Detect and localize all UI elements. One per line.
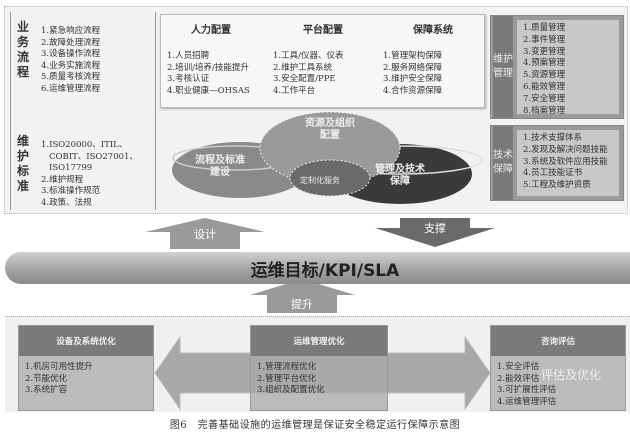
list-item: 3.变更管理 (523, 46, 566, 57)
ops-optimization-list: 1.管理流程优化 2.管理平台优化 3.组织及配置优化 (257, 362, 381, 397)
improve-label: 提升 (291, 298, 313, 311)
list-item: 2.发现及解决问题技能 (523, 144, 608, 155)
ops-optimization-box: 运维管理优化 1.管理流程优化 2.管理平台优化 3.组织及配置优化 (250, 325, 388, 411)
list-item: 5.资源管理 (523, 70, 566, 81)
list-item: 1.管理流程优化 (257, 362, 317, 372)
maintenance-standard-label: 维护标准 (17, 134, 30, 193)
figure-caption: 图6 完善基础设施的运维管理是保证安全稳定运行保障示意图 (169, 420, 461, 431)
list-item: 4.政策、法规 (41, 197, 92, 208)
maintenance-mgmt-box: 维护管理 1.质量管理 2.事件管理 3.变更管理 4.预案管理 5.资源管理 … (490, 15, 624, 119)
consult-eval-box: 咨询评估 1.安全评估 2.能效评估 3.可扩展性评估 4.运维管理评估 评估及… (490, 325, 626, 411)
list-item: 4.员工技能证书 (523, 168, 583, 179)
list-item: 4.工作平台 (273, 85, 316, 96)
list-item: 3.标准操作规范 (41, 186, 101, 196)
consult-overlay-text: 评估及优化 (541, 368, 602, 382)
list-item: 5.工程及维护资质 (523, 180, 591, 191)
list-item: 2.培训/培养/技能提升 (167, 62, 249, 73)
tech-support-list: 1.技术支撑体系 2.发现及解决问题技能 3.系统及软件应用技能 4.员工技能证… (517, 130, 619, 196)
business-process-list: 1.紧急响应流程 2.故障处理流程 3.设备操作流程 4.业务实施流程 5.质量… (41, 26, 100, 95)
column-title: 平台配置 (303, 25, 343, 36)
maintenance-standard-list: 1.ISO20000、ITIL、 COBIT、ISO27001、 ISO1779… (41, 140, 138, 209)
equipment-optimization-box: 设备及系统优化 1.机房可用性提升 2.节能优化 3.系统扩容 (18, 325, 154, 411)
list-item: 7.安全管理 (523, 93, 566, 104)
list-item: 2.节能优化 (25, 373, 68, 384)
resource-config-box: 人力配置 1.人员招聘 2.培训/培养/技能提升 3.考核认证 4.职业健康—O… (160, 14, 485, 108)
support-label: 支撑 (424, 222, 446, 235)
management-ellipse-label: 管理及技术保障 (375, 164, 425, 187)
custom-service-label: 定制化服务 (300, 176, 340, 185)
business-process-label: 业务流程 (17, 20, 30, 79)
list-item: 8.档案管理 (523, 105, 566, 116)
list-item: 3.设备操作流程 (41, 49, 101, 59)
list-item: 2.服务网络保障 (383, 62, 443, 73)
tech-support-box: 技术保障 1.技术支撑体系 2.发现及解决问题技能 3.系统及软件应用技能 4.… (490, 125, 624, 201)
list-item: 5.质量考核流程 (41, 72, 101, 82)
list-item: 6.运维管理流程 (41, 83, 101, 94)
process-ellipse-label: 流程及标准建设 (195, 155, 245, 178)
ops-optimization-title: 运维管理优化 (251, 326, 387, 356)
maintenance-mgmt-list: 1.质量管理 2.事件管理 3.变更管理 4.预案管理 5.资源管理 6.能效管… (517, 20, 619, 116)
list-item: 1.管理架构保障 (383, 51, 443, 61)
list-item: 4.预案管理 (523, 58, 566, 69)
list-item: 4.运维管理评估 (497, 396, 557, 407)
list-item: 3.系统扩容 (25, 385, 68, 395)
equipment-optimization-title: 设备及系统优化 (19, 326, 153, 356)
list-item: 3.组织及配置优化 (257, 385, 325, 395)
list-item: 1.工具/仪器、仪表 (273, 51, 344, 61)
column-list: 1.管理架构保障 2.服务网络保障 3.维护安全保障 4.合作资源保障 (383, 51, 442, 97)
list-item: 1.ISO20000、ITIL、 (41, 140, 128, 150)
list-item: 2.事件管理 (523, 34, 566, 45)
column-title: 人力配置 (191, 25, 231, 36)
list-item: 3.安全配置/PPE (273, 74, 336, 84)
column-list: 1.人员招聘 2.培训/培养/技能提升 3.考核认证 4.职业健康—OHSAS (167, 51, 250, 97)
goal-bar: 运维目标/KPI/SLA (5, 252, 630, 284)
list-item: 3.可扩展性评估 (497, 385, 557, 395)
list-item: 4.职业健康—OHSAS (167, 85, 250, 96)
list-item: 2.能效评估 (497, 373, 540, 384)
custom-ellipse (289, 159, 371, 197)
list-item: 4.合作资源保障 (383, 85, 443, 96)
list-item: COBIT、ISO27001、 (49, 151, 138, 162)
list-item: 3.系统及软件应用技能 (523, 156, 608, 167)
design-arrow-up-icon (145, 218, 265, 249)
tech-support-label: 技术保障 (493, 126, 513, 200)
list-item: ISO17799 (49, 163, 93, 173)
list-item: 2.管理平台优化 (257, 373, 317, 384)
column-title: 保障系统 (413, 25, 453, 36)
list-item: 3.考核认证 (167, 74, 210, 84)
design-label: 设计 (194, 228, 216, 241)
left-panel: 业务流程 1.紧急响应流程 2.故障处理流程 3.设备操作流程 4.业务实施流程… (10, 12, 156, 210)
improve-arrow-up-icon (250, 279, 355, 313)
list-item: 4.业务实施流程 (41, 60, 101, 71)
maintenance-mgmt-label: 维护管理 (493, 16, 513, 118)
equipment-optimization-list: 1.机房可用性提升 2.节能优化 3.系统扩容 (25, 362, 147, 397)
list-item: 2.故障处理流程 (41, 37, 101, 48)
list-item: 1.人员招聘 (167, 51, 210, 61)
list-item: 1.紧急响应流程 (41, 26, 101, 36)
list-item: 3.维护安全保障 (383, 74, 443, 84)
list-item: 2.维护工具系统 (273, 62, 333, 73)
consult-eval-list: 1.安全评估 2.能效评估 3.可扩展性评估 4.运维管理评估 (497, 362, 619, 408)
column-list: 1.工具/仪器、仪表 2.维护工具系统 3.安全配置/PPE 4.工作平台 (273, 51, 343, 97)
list-item: 1.质量管理 (523, 23, 566, 33)
support-arrow-down-icon (375, 218, 495, 247)
list-item: 6.能效管理 (523, 81, 566, 92)
list-item: 1.机房可用性提升 (25, 362, 93, 372)
list-item: 1.技术支撑体系 (523, 133, 583, 143)
arrows-layer (145, 218, 495, 313)
list-item: 2.维护规程 (41, 174, 84, 185)
list-item: 1.安全评估 (497, 362, 540, 372)
ellipses-diagram (172, 111, 483, 204)
resource-ellipse-label: 资源及组织配置 (305, 118, 355, 141)
consult-eval-title: 咨询评估 (491, 326, 625, 356)
